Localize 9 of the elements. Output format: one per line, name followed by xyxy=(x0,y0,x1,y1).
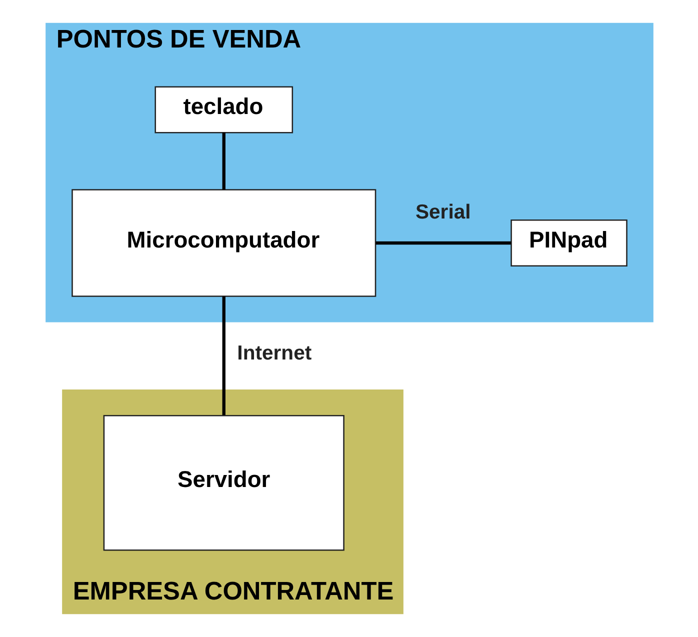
connector xyxy=(222,296,225,416)
connector xyxy=(375,241,510,245)
edge-label: Internet xyxy=(236,342,312,364)
connector xyxy=(222,132,225,190)
node-box: Servidor xyxy=(102,414,344,551)
node-box: PINpad xyxy=(510,220,627,266)
edge-label: Serial xyxy=(414,202,470,224)
node-box: teclado xyxy=(154,86,293,134)
node-box: Microcomputador xyxy=(71,189,376,297)
